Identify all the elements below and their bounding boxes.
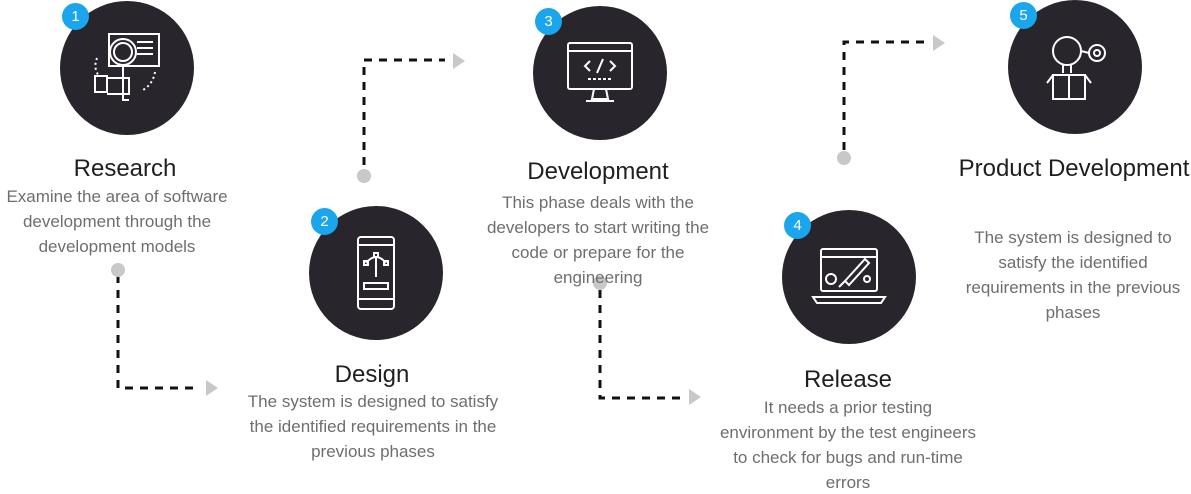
connector-start-dot xyxy=(111,263,125,277)
monitor-code-icon xyxy=(567,42,633,102)
step-4-description: It needs a prior testing environment by … xyxy=(719,398,977,492)
step-1-circle: 1 xyxy=(60,1,194,135)
mobile-design-pen-icon xyxy=(357,236,395,310)
connector-1-2 xyxy=(116,275,198,390)
connector-4-5 xyxy=(842,40,925,150)
step-3-circle: 3 xyxy=(533,6,667,140)
step-5-title: Product Development xyxy=(958,155,1190,182)
step-5-circle: 5 xyxy=(1008,0,1142,134)
step-number-badge: 1 xyxy=(62,3,89,30)
step-1-title: Research xyxy=(73,155,177,182)
step-3-description: This phase deals with the developers to … xyxy=(486,193,710,287)
connector-arrow xyxy=(689,389,701,405)
step-number-badge: 2 xyxy=(311,208,338,235)
step-3-title: Development xyxy=(527,158,669,185)
connector-2-3 xyxy=(362,58,445,165)
research-magnifier-book-icon xyxy=(94,33,160,101)
step-number-badge: 4 xyxy=(784,212,811,239)
step-1-description: Examine the area of software development… xyxy=(6,187,228,256)
step-4-circle: 4 xyxy=(782,210,916,344)
laptop-rocket-icon xyxy=(811,248,887,304)
connector-3-4 xyxy=(598,290,680,400)
connector-start-dot xyxy=(593,276,607,290)
step-number-badge: 5 xyxy=(1010,2,1037,29)
box-lightbulb-gear-icon xyxy=(1046,36,1106,100)
step-4-title: Release xyxy=(803,366,893,393)
step-2-description: The system is designed to satisfy the id… xyxy=(247,392,499,461)
step-5-description: The system is designed to satisfy the id… xyxy=(965,228,1181,322)
connector-start-dot xyxy=(837,151,851,165)
step-number-badge: 3 xyxy=(535,8,562,35)
connector-arrow xyxy=(206,380,218,396)
connector-start-dot xyxy=(357,169,371,183)
step-2-title: Design xyxy=(334,361,410,388)
step-2-circle: 2 xyxy=(309,206,443,340)
connector-arrow xyxy=(933,35,945,51)
connector-arrow xyxy=(453,53,465,69)
